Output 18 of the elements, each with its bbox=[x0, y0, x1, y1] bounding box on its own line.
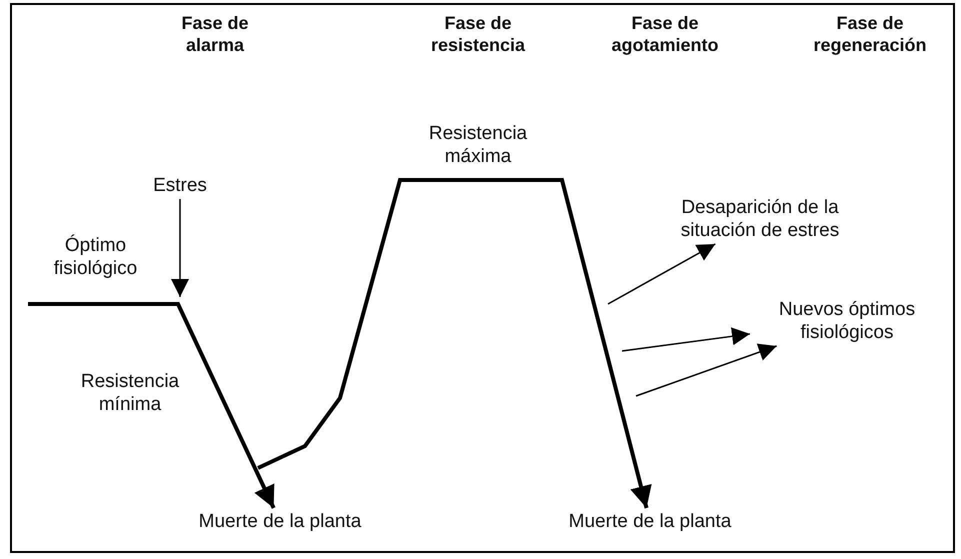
curve-label: Óptimo fisiológico bbox=[52, 234, 138, 280]
arrow bbox=[622, 327, 750, 352]
arrow bbox=[636, 344, 777, 397]
outcome-label: Muerte de la planta bbox=[160, 510, 400, 533]
response-curve-arrow bbox=[28, 302, 276, 509]
stimulus-label: Estres bbox=[140, 174, 220, 197]
curve-label: Resistencia mínima bbox=[80, 370, 180, 416]
phase-heading: Fase de regeneración bbox=[812, 12, 928, 56]
outcome-label: Desaparición de la situación de estres bbox=[655, 196, 865, 242]
arrow bbox=[171, 199, 189, 297]
phase-heading: Fase de resistencia bbox=[430, 12, 526, 56]
curve-label: Resistencia máxima bbox=[428, 122, 528, 168]
phase-heading: Fase de agotamiento bbox=[610, 12, 720, 56]
phase-heading: Fase de alarma bbox=[180, 12, 250, 56]
outcome-label: Nuevos óptimos fisiológicos bbox=[752, 298, 942, 344]
outcome-label: Muerte de la planta bbox=[530, 510, 770, 533]
arrow bbox=[608, 243, 716, 305]
response-curve-arrow bbox=[257, 178, 652, 508]
